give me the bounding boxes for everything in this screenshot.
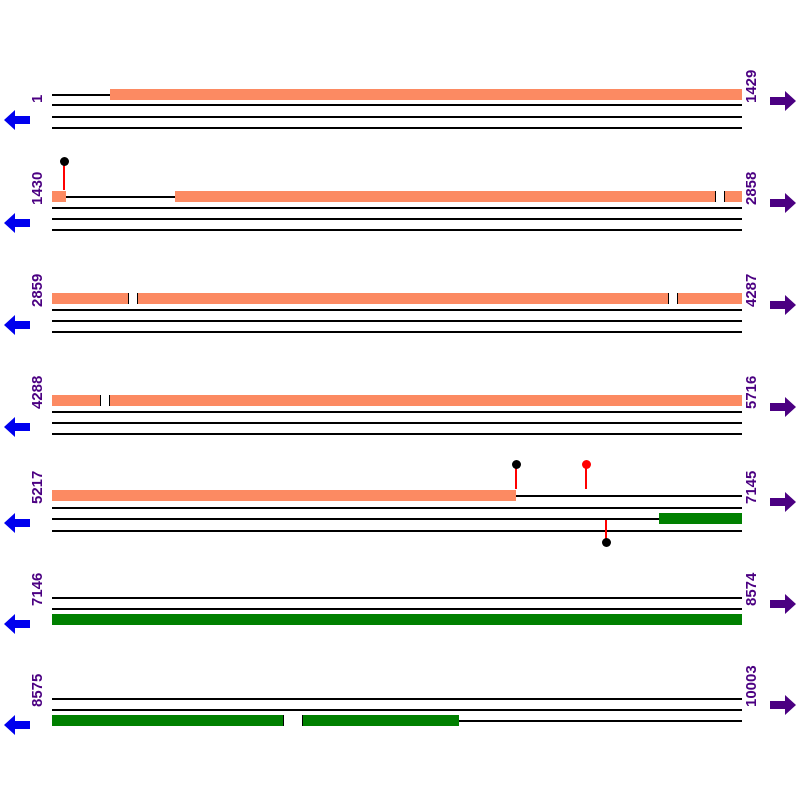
frame-line [52, 422, 742, 424]
start-coordinate-label: 4288 [29, 375, 46, 409]
arrow-left-icon[interactable] [2, 414, 32, 440]
feature-bar-reverse [659, 513, 742, 524]
lollipop-stem [605, 520, 607, 540]
frame-line [52, 518, 742, 520]
end-coordinate-label: 7145 [743, 470, 760, 504]
feature-bar-forward [175, 191, 742, 202]
feature-gap [668, 293, 678, 304]
frame-line [52, 530, 742, 532]
feature-gap [283, 715, 303, 726]
frame-line [52, 709, 742, 711]
lollipop-stem [63, 164, 65, 190]
frame-line [52, 229, 742, 231]
arrow-right-icon[interactable] [768, 591, 798, 617]
arrow-right-icon[interactable] [768, 489, 798, 515]
frame-line [52, 309, 742, 311]
arrow-left-icon[interactable] [2, 312, 32, 338]
arrow-right-icon[interactable] [768, 394, 798, 420]
feature-bar-forward [52, 395, 742, 406]
feature-bar-reverse [52, 614, 742, 625]
end-coordinate-label: 8574 [743, 572, 760, 606]
arrow-right-icon[interactable] [768, 692, 798, 718]
lollipop-stem [515, 467, 517, 489]
lollipop-marker-icon [59, 157, 69, 166]
frame-line [52, 608, 742, 610]
start-coordinate-label: 2859 [29, 273, 46, 307]
arrow-left-icon[interactable] [2, 107, 32, 133]
end-coordinate-label: 4287 [743, 273, 760, 307]
start-coordinate-label: 1 [29, 94, 46, 103]
feature-bar-forward [52, 191, 66, 202]
frame-line [52, 331, 742, 333]
frame-line [52, 433, 742, 435]
frame-line [52, 320, 742, 322]
end-coordinate-label: 10003 [743, 665, 760, 707]
arrow-right-icon[interactable] [768, 190, 798, 216]
frame-line [52, 104, 742, 106]
feature-bar-forward [52, 293, 742, 304]
frame-line [52, 411, 742, 413]
frame-line [52, 127, 742, 129]
lollipop-marker-icon [511, 460, 521, 469]
arrow-left-icon[interactable] [2, 510, 32, 536]
lollipop-marker-icon [581, 460, 591, 469]
end-coordinate-label: 2858 [743, 171, 760, 205]
arrow-left-icon[interactable] [2, 712, 32, 738]
end-coordinate-label: 1429 [743, 69, 760, 103]
feature-gap [100, 395, 110, 406]
frame-line [52, 207, 742, 209]
feature-bar-forward [110, 89, 742, 100]
lollipop-marker-icon [601, 538, 611, 547]
frame-line [52, 507, 742, 509]
start-coordinate-label: 1430 [29, 171, 46, 205]
end-coordinate-label: 5716 [743, 375, 760, 409]
start-coordinate-label: 5217 [29, 470, 46, 504]
lollipop-stem [585, 467, 587, 489]
arrow-right-icon[interactable] [768, 88, 798, 114]
start-coordinate-label: 8575 [29, 673, 46, 707]
arrow-right-icon[interactable] [768, 292, 798, 318]
feature-gap [128, 293, 138, 304]
feature-bar-reverse [52, 715, 459, 726]
frame-line [52, 116, 742, 118]
feature-bar-forward [52, 490, 516, 501]
arrow-left-icon[interactable] [2, 611, 32, 637]
frame-line [52, 698, 742, 700]
frame-line [52, 218, 742, 220]
frame-line [52, 597, 742, 599]
feature-gap [715, 191, 725, 202]
arrow-left-icon[interactable] [2, 210, 32, 236]
start-coordinate-label: 7146 [29, 572, 46, 606]
